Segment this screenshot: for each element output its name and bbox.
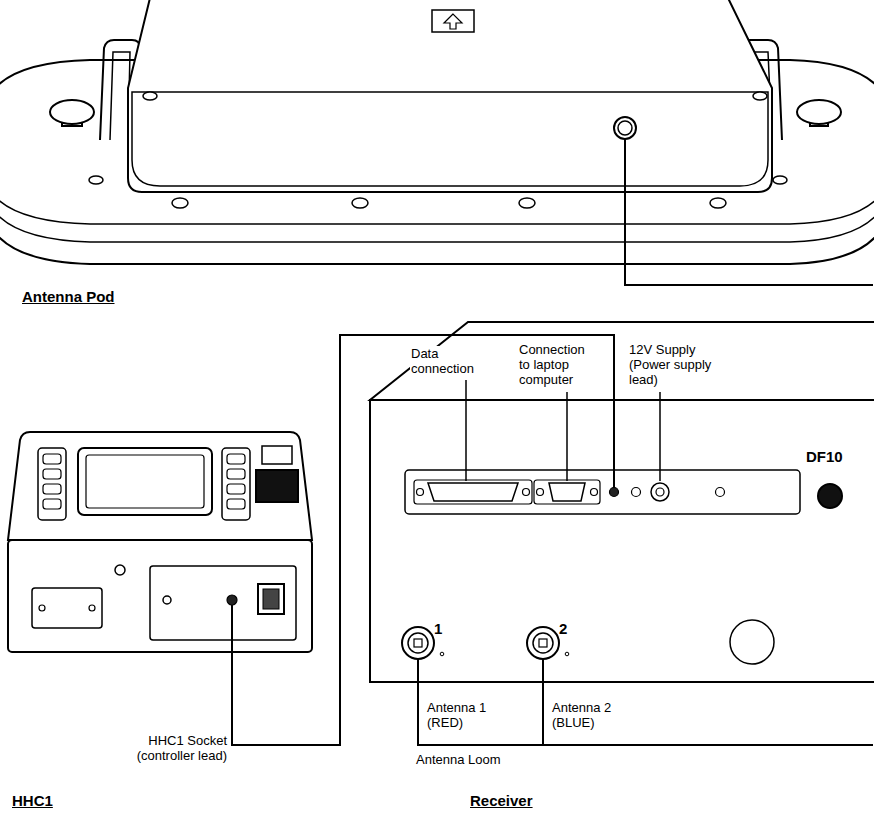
part-heading: Antenna Pod [22, 288, 115, 306]
controller-drawing [43, 454, 61, 464]
controller-drawing [8, 432, 312, 654]
receiver-drawing [370, 322, 874, 682]
antenna-pod-drawing [753, 92, 767, 100]
controller-drawing [227, 499, 245, 509]
controller-drawing [227, 469, 245, 479]
socket-number: 2 [559, 620, 567, 638]
controller-drawing [222, 448, 250, 520]
controller-drawing [38, 448, 66, 520]
controller-drawing [32, 588, 102, 628]
controller-drawing [150, 566, 296, 640]
controller-drawing [258, 584, 284, 614]
antenna-pod-drawing [432, 10, 474, 32]
antenna-pod: Antenna Pod [0, 0, 874, 268]
receiver-drawing [428, 483, 518, 501]
port-label: Connection to laptop computer [518, 342, 596, 387]
antenna-pod-drawing [0, 0, 874, 268]
controller-drawing [227, 454, 245, 464]
receiver-drawing [591, 489, 598, 496]
antenna-pod-drawing [773, 176, 787, 184]
receiver-drawing [405, 470, 800, 514]
receiver-drawing [417, 489, 424, 496]
receiver-drawing [417, 659, 419, 682]
port-label: 12V Supply (Power supply lead) [628, 342, 722, 387]
controller-drawing [263, 589, 279, 609]
antenna-pod-drawing [89, 176, 103, 184]
antenna-pod-drawing [172, 198, 188, 208]
receiver-drawing [414, 480, 532, 504]
socket-label: HHC1 Socket (controller lead) [96, 733, 228, 763]
socket-number: 1 [434, 620, 442, 638]
controller-drawing [256, 470, 298, 502]
antenna-pod-drawing [614, 117, 636, 139]
antenna-pod-drawing [444, 14, 462, 29]
antenna-pod-drawing [624, 139, 626, 268]
controller-drawing [89, 605, 95, 611]
antenna-pod-drawing [128, 0, 772, 192]
controller-drawing [262, 446, 292, 464]
receiver-drawing [651, 483, 669, 501]
receiver-drawing [565, 652, 569, 656]
part-heading: HHC1 [12, 792, 53, 810]
receiver-drawing [414, 639, 422, 647]
controller-drawing [43, 484, 61, 494]
cable-label: Antenna 1 (RED) [426, 700, 498, 730]
controller-unit: HHC1 [8, 430, 312, 654]
receiver-drawing [523, 489, 530, 496]
receiver-drawing [465, 380, 467, 481]
cable-line [418, 268, 873, 745]
receiver-drawing [549, 483, 585, 501]
controller-drawing [115, 565, 125, 575]
port-label: Data connection [410, 346, 486, 376]
antenna-pod-drawing [710, 198, 726, 208]
receiver-drawing [533, 633, 553, 653]
cable-label: Antenna 2 (BLUE) [551, 700, 625, 730]
receiver-drawing [656, 488, 664, 496]
controller-drawing [43, 499, 61, 509]
antenna-pod-drawing [50, 100, 94, 124]
receiver-drawing [613, 400, 615, 488]
receiver-drawing [610, 488, 619, 497]
receiver-drawing [408, 633, 428, 653]
antenna-pod-drawing [352, 198, 368, 208]
controller-drawing [231, 605, 233, 654]
cable-line [232, 335, 614, 745]
receiver-drawing [402, 627, 434, 659]
controller-drawing [227, 484, 245, 494]
receiver-drawing [537, 489, 544, 496]
antenna-pod-drawing [0, 205, 874, 242]
part-heading: Receiver [470, 792, 533, 810]
controller-drawing [86, 455, 204, 508]
receiver-drawing [566, 392, 568, 481]
controller-drawing [8, 540, 312, 652]
controller-drawing [39, 605, 45, 611]
receiver-drawing [527, 627, 559, 659]
controller-drawing [227, 595, 237, 605]
controller-drawing [78, 448, 212, 515]
antenna-pod-drawing [143, 92, 157, 100]
receiver-drawing [659, 392, 661, 481]
controller-drawing [163, 596, 171, 604]
receiver-drawing [370, 400, 874, 682]
antenna-pod-drawing [618, 121, 632, 135]
receiver-drawing [542, 659, 544, 682]
receiver-unit: ReceiverDF10 [370, 400, 874, 682]
antenna-pod-drawing [132, 92, 768, 186]
model-name: DF10 [806, 448, 843, 466]
controller-drawing [43, 469, 61, 479]
receiver-drawing [818, 484, 842, 508]
receiver-drawing [632, 488, 641, 497]
receiver-drawing [534, 480, 600, 504]
receiver-drawing [440, 652, 444, 656]
antenna-pod-drawing [0, 190, 874, 224]
receiver-drawing [539, 639, 547, 647]
receiver-drawing [730, 620, 774, 664]
cable-label: Antenna Loom [415, 752, 502, 767]
receiver-drawing [370, 322, 874, 400]
antenna-pod-drawing [519, 198, 535, 208]
antenna-pod-drawing [797, 100, 841, 124]
receiver-drawing [716, 488, 725, 497]
controller-drawing [8, 432, 312, 540]
